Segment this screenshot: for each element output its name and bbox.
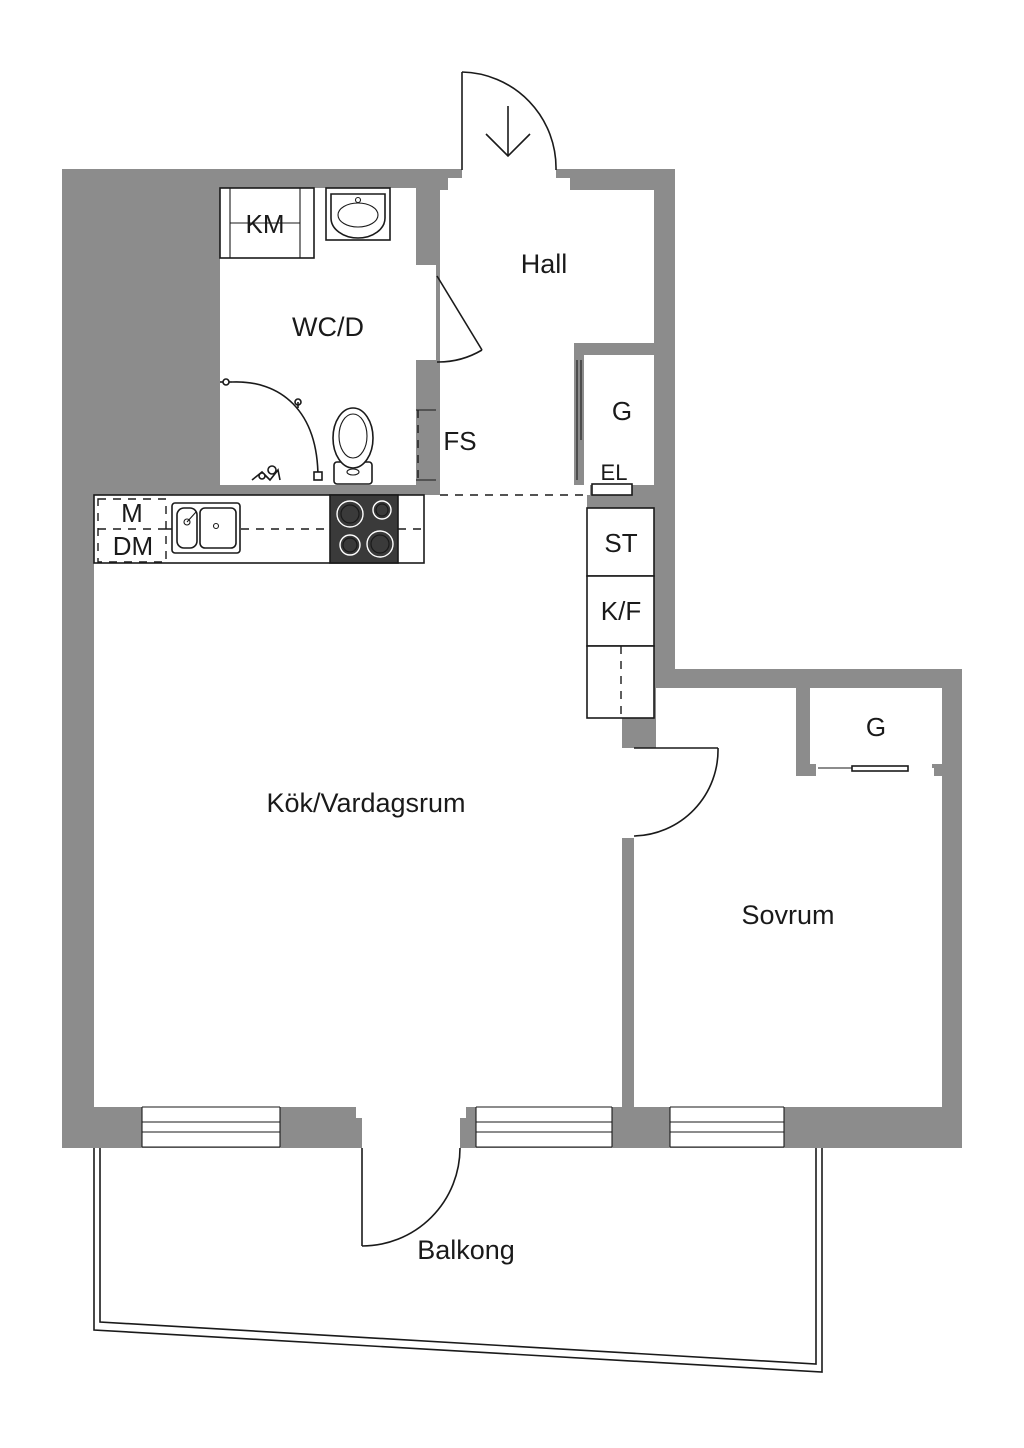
room-wc	[220, 188, 436, 485]
label-fridge-freezer: K/F	[601, 596, 641, 626]
label-microwave: M	[121, 498, 143, 528]
room-kitchen-living	[94, 495, 634, 1148]
electric-cabinet	[591, 483, 633, 496]
hall-closet-details	[576, 360, 633, 496]
balcony-door	[361, 1147, 461, 1247]
window-kitchen-left	[142, 1107, 280, 1147]
bedroom-closet-details	[818, 765, 909, 772]
wc-door	[436, 275, 483, 363]
shower-hose	[220, 378, 323, 482]
wc-fixtures	[219, 187, 436, 485]
tall-cabinets	[586, 507, 655, 719]
fs-niche	[416, 409, 436, 481]
label-cabinet-st: ST	[604, 528, 637, 558]
cabinet-kf	[586, 575, 655, 647]
windows	[141, 1106, 785, 1148]
entrance-door	[461, 71, 557, 171]
rooms	[94, 170, 942, 1148]
labels: Hall WC/D Kök/Vardagsrum Sovrum Balkong …	[113, 209, 886, 1265]
label-balcony: Balkong	[417, 1235, 515, 1265]
label-electric: EL	[601, 460, 628, 485]
label-kitchen-living: Kök/Vardagsrum	[266, 788, 465, 818]
window-kitchen-right	[476, 1107, 612, 1147]
microwave-dishwasher-cabinet	[97, 498, 167, 563]
label-wc: WC/D	[292, 312, 364, 342]
washbasin	[325, 187, 391, 241]
window-bedroom	[670, 1107, 784, 1147]
sink	[171, 502, 241, 554]
label-fs: FS	[443, 426, 476, 456]
label-hall: Hall	[521, 249, 568, 279]
label-washer: KM	[246, 209, 285, 239]
doors	[361, 71, 719, 1247]
label-closet-bedroom: G	[866, 712, 886, 742]
toilet	[332, 407, 374, 485]
room-bedroom	[634, 688, 942, 1107]
room-bedroom-closet	[810, 688, 942, 776]
room-hall	[440, 170, 654, 495]
kitchen-counter	[93, 494, 425, 564]
hob	[329, 494, 399, 564]
room-hall-closet	[584, 355, 654, 485]
bedroom-door	[633, 747, 719, 837]
label-closet-hall: G	[612, 396, 632, 426]
label-bedroom: Sovrum	[741, 900, 834, 930]
balcony	[93, 1148, 823, 1373]
label-dishwasher: DM	[113, 531, 153, 561]
